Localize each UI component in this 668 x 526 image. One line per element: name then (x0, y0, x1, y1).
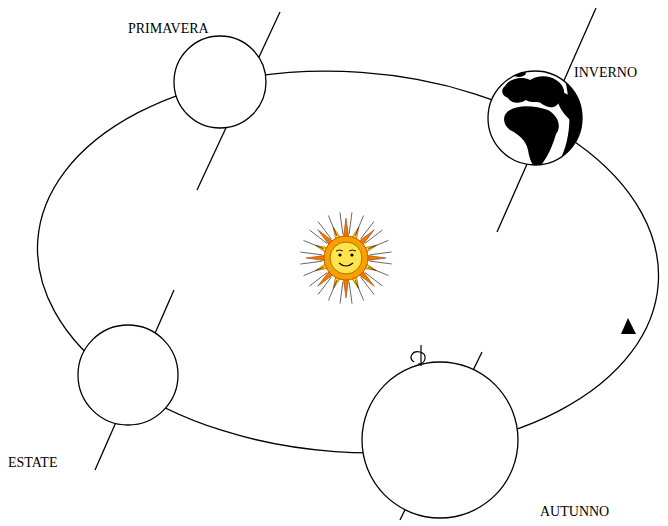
orbit (25, 51, 668, 473)
sun (300, 212, 391, 303)
season-label: AUTUNNO (540, 505, 609, 519)
earth-summer (78, 325, 178, 425)
orbit-arrow (621, 318, 636, 334)
rotation-symbol (411, 345, 425, 366)
season-label: PRIMAVERA (128, 22, 209, 36)
season-label: INVERNO (574, 66, 637, 80)
season-label: ESTATE (8, 456, 57, 470)
earth-axes (95, 8, 596, 520)
earth-autumn (362, 362, 518, 518)
earth-spring (174, 36, 266, 128)
